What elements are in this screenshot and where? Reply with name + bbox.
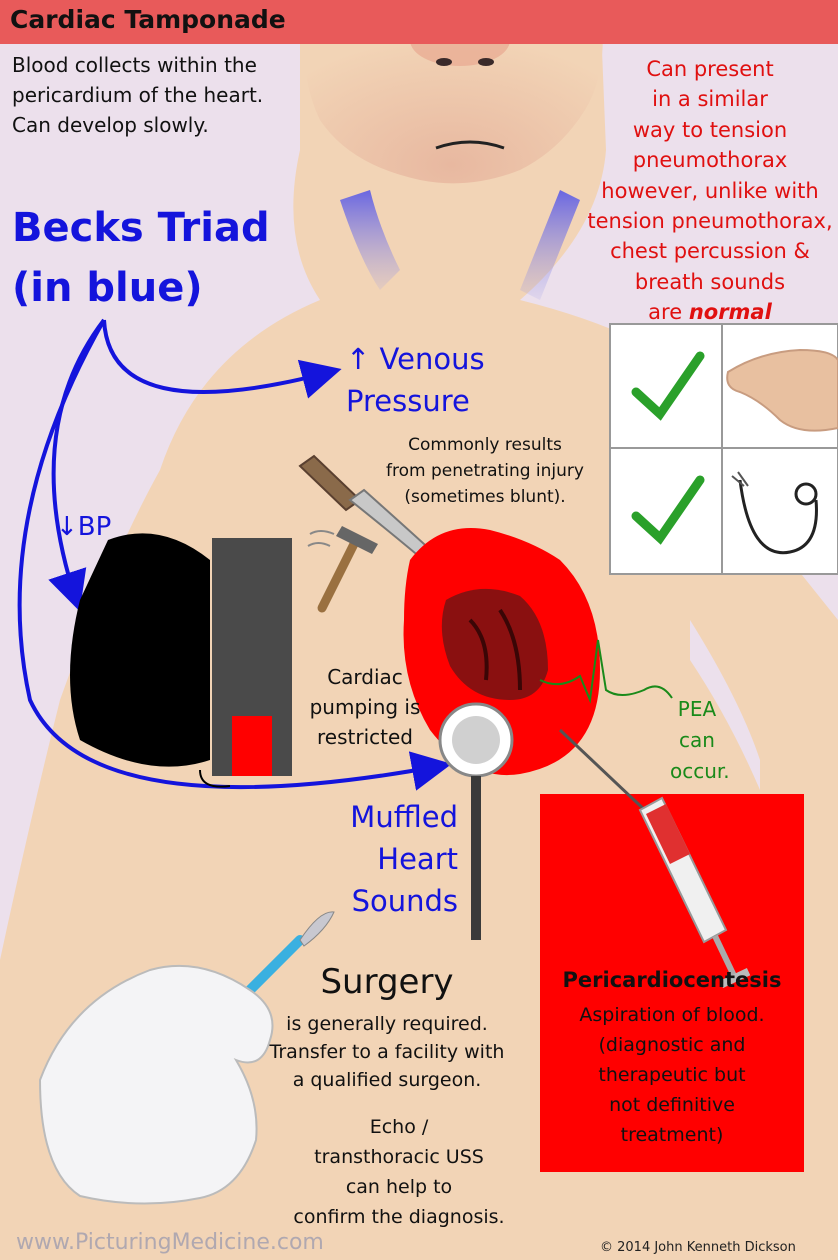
echo-note: Echo / transthoracic USS can help to con… — [264, 1112, 534, 1232]
armpit — [690, 620, 760, 790]
note-line: Can present — [646, 57, 774, 81]
injury-line: Commonly results — [408, 435, 562, 455]
pumping-line: restricted — [317, 725, 413, 749]
muffled-line: Heart — [377, 842, 458, 876]
surgery-line: a qualified surgeon. — [292, 1069, 482, 1091]
note-line: in a similar — [652, 87, 768, 112]
pericardiocentesis-body: Aspiration of blood. (diagnostic and the… — [540, 1000, 804, 1150]
muffled-line: Sounds — [351, 884, 458, 918]
peri-line: therapeutic but — [598, 1064, 746, 1086]
intro-line: Blood collects within the — [12, 53, 257, 77]
tension-pneumothorax-note: Can present in a similar way to tension … — [582, 54, 838, 328]
peri-line: treatment) — [620, 1124, 724, 1146]
pea-line: can — [679, 728, 715, 752]
note-line: way to tension — [632, 117, 788, 142]
muffled-heart-sounds-label: Muffled Heart Sounds — [328, 796, 458, 922]
copyright: © 2014 John Kenneth Dickson — [600, 1240, 796, 1255]
peri-line: Aspiration of blood. — [579, 1004, 765, 1026]
intro-line: pericardium of the heart. — [12, 83, 264, 107]
venous-pressure-label: ↑ Venous Pressure — [346, 338, 485, 422]
note-prefix: are — [648, 300, 689, 325]
pea-line: PEA — [677, 697, 717, 721]
percussion-hand-icon — [726, 348, 838, 432]
arrow-venous — [102, 319, 342, 399]
injury-note: Commonly results from penetrating injury… — [374, 432, 596, 510]
note-line: tension pneumothorax, — [587, 209, 833, 234]
echo-line: transthoracic USS — [314, 1146, 484, 1168]
note-emphasis: normal — [688, 300, 772, 325]
surgery-line: Transfer to a facility with — [269, 1041, 505, 1063]
peri-line: (diagnostic and — [598, 1034, 746, 1056]
note-line: however, unlike with — [601, 178, 819, 203]
venous-line: Pressure — [346, 384, 470, 418]
echo-line: can help to — [345, 1176, 453, 1198]
becks-triad-line: (in blue) — [12, 265, 203, 311]
intro-text: Blood collects within the pericardium of… — [12, 50, 312, 140]
echo-line: confirm the diagnosis. — [293, 1206, 505, 1228]
intro-line: Can develop slowly. — [12, 113, 209, 137]
note-line: breath sounds — [634, 269, 786, 294]
venous-line: ↑ Venous — [346, 342, 485, 376]
note-line: chest percussion & — [610, 239, 810, 264]
hammer-icon — [307, 526, 378, 613]
pea-line: occur. — [670, 759, 730, 783]
mouth — [435, 140, 505, 150]
gloved-hand — [38, 964, 274, 1205]
pea-note: PEA can occur. — [670, 694, 730, 787]
surgery-body: is generally required. Transfer to a fac… — [244, 1010, 530, 1094]
neck-veins — [340, 190, 400, 290]
page-title: Cardiac Tamponade — [10, 5, 286, 34]
stethoscope-chestpiece — [438, 702, 514, 940]
muffled-line: Muffled — [350, 800, 458, 834]
surgery-heading: Surgery — [320, 962, 454, 1002]
head — [300, 0, 603, 184]
arrow-heart — [17, 319, 452, 791]
surgery-line: is generally required. — [286, 1013, 488, 1035]
bp-cuff-icon — [70, 533, 292, 788]
syringe-icon — [638, 796, 751, 988]
pumping-line: pumping is — [309, 695, 421, 719]
pericardiocentesis-heading: Pericardiocentesis — [562, 968, 782, 992]
title-bar — [0, 0, 838, 44]
heart-muscle — [441, 588, 548, 700]
website-link[interactable]: www.PicturingMedicine.com — [16, 1230, 324, 1255]
check-icon — [631, 475, 705, 545]
becks-triad-line: Becks Triad — [12, 205, 270, 251]
injury-line: from penetrating injury — [386, 461, 584, 481]
injury-line: (sometimes blunt). — [404, 487, 566, 507]
pumping-note: Cardiac pumping is restricted — [306, 662, 424, 752]
percussion-table — [609, 323, 838, 575]
ecg-trace — [539, 639, 673, 704]
check-icon — [631, 351, 705, 421]
peri-line: not definitive — [609, 1094, 735, 1116]
becks-triad-heading: Becks Triad (in blue) — [12, 198, 270, 318]
note-line-last: are normal — [582, 297, 838, 327]
arrow-bp — [48, 318, 106, 612]
echo-line: Echo / — [369, 1116, 429, 1138]
pumping-line: Cardiac — [327, 665, 403, 689]
stethoscope-icon — [738, 479, 818, 555]
bp-label: ↓BP — [56, 512, 112, 542]
note-line: pneumothorax — [632, 148, 788, 173]
